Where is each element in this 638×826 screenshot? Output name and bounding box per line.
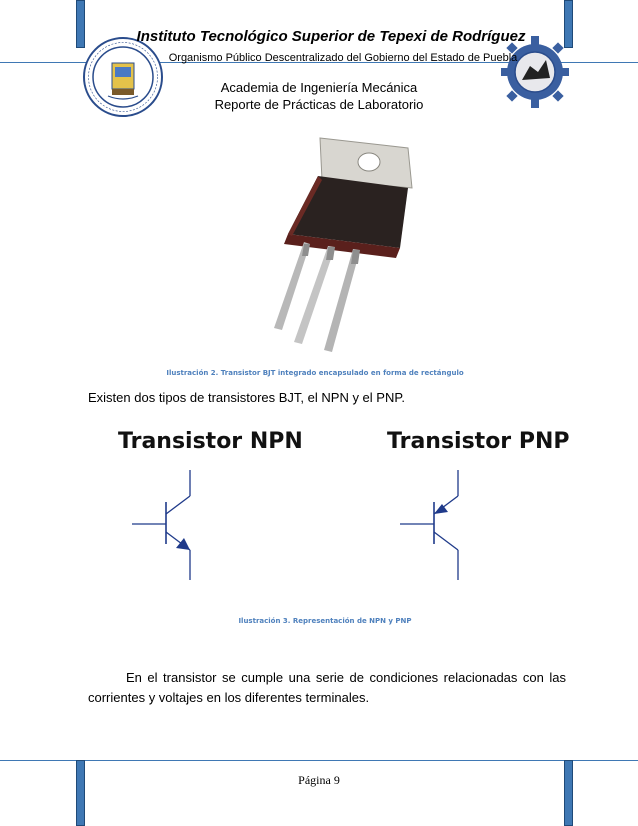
conditions-paragraph: En el transistor se cumple una serie de … [88, 668, 566, 708]
pnp-title: Transistor PNP [387, 429, 570, 454]
figure-2-caption: Ilustración 2. Transistor BJT integrado … [166, 369, 464, 377]
right-border-bar-top [564, 0, 573, 48]
pnp-symbol [400, 470, 459, 580]
left-border-bar-bottom [76, 760, 85, 826]
figure-3-caption: Ilustración 3. Representación de NPN y P… [238, 617, 412, 625]
institute-logo [83, 37, 163, 117]
paragraph-line-2: corrientes y voltajes en los diferentes … [88, 690, 370, 705]
paragraph-line-1: En el transistor se cumple una serie de … [126, 670, 566, 685]
institution-title: Instituto Tecnológico Superior de Tepexi… [136, 28, 526, 45]
organism-subtitle: Organismo Público Descentralizado del Go… [168, 52, 518, 64]
npn-symbol [132, 470, 191, 580]
engineering-gear-logo [501, 36, 569, 108]
academy-name: Academia de Ingeniería Mecánica [220, 80, 418, 95]
bjt-transistor-photo [274, 137, 413, 352]
page-number: Página 9 [298, 773, 340, 787]
right-border-bar-bottom [564, 760, 573, 826]
header-divider-line [0, 62, 638, 63]
types-sentence: Existen dos tipos de transistores BJT, e… [88, 390, 405, 405]
npn-title: Transistor NPN [118, 429, 303, 454]
footer-divider-line [0, 760, 638, 761]
left-border-bar-top [76, 0, 85, 48]
report-title: Reporte de Prácticas de Laboratorio [214, 97, 424, 112]
